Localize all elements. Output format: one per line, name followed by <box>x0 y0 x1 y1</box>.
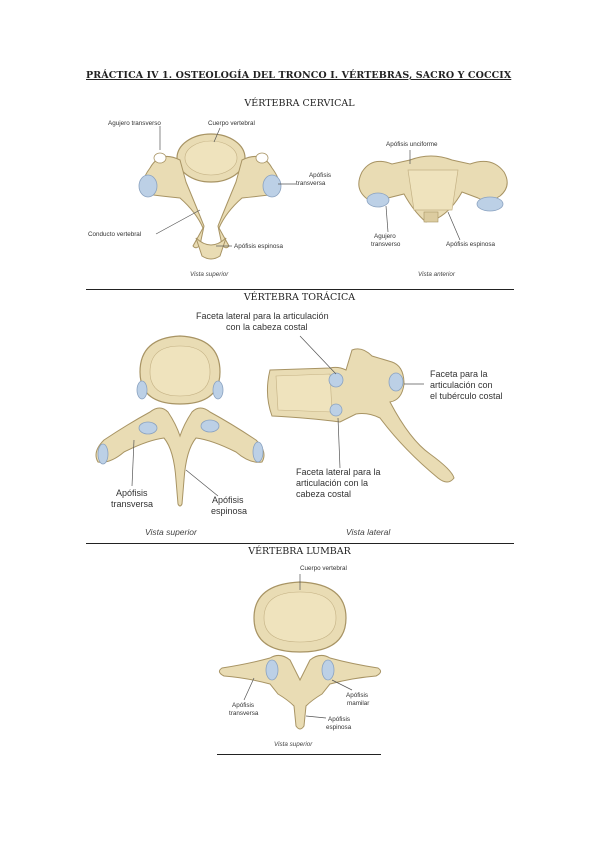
view-cervical-anterior: Vista anterior <box>418 271 455 278</box>
label-cuerpo-vertebral: Cuerpo vertebral <box>208 120 255 127</box>
thoracic-lateral-drawing <box>266 348 455 483</box>
label-apofisis-transversa-t1: Apófisis <box>116 488 148 498</box>
cervical-anterior-drawing <box>358 155 508 223</box>
label-apofisis-transversa-t2: transversa <box>111 499 154 509</box>
label-apofisis-transversa-l2: transversa <box>229 710 259 717</box>
label-apofisis-transversa-l1: Apófisis <box>232 702 255 709</box>
heading-toracica: VÉRTEBRA TORÁCICA <box>243 292 356 303</box>
label-faceta-tuberculo-3: el tubérculo costal <box>430 391 503 401</box>
label-apofisis-unciforme: Apófisis unciforme <box>386 141 438 148</box>
cervical-superior-drawing <box>138 133 282 260</box>
label-faceta-cabeza-2: con la cabeza costal <box>226 322 308 332</box>
label-apofisis-transversa-c1: Apófisis <box>308 172 332 179</box>
thoracic-superior-drawing <box>95 335 265 507</box>
view-lumbar-superior: Vista superior <box>274 741 313 748</box>
label-apofisis-espinosa-l2: espinosa <box>326 724 352 731</box>
label-cuerpo-vertebral-l: Cuerpo vertebral <box>300 565 347 572</box>
label-apofisis-espinosa-l1: Apófisis <box>328 716 351 723</box>
page-title: PRÁCTICA IV 1. OSTEOLOGÍA DEL TRONCO I. … <box>86 70 512 81</box>
label-agujero-transverso-ant1: Agujero <box>374 233 396 240</box>
label-faceta-inf-3: cabeza costal <box>296 489 352 499</box>
view-thoracic-superior: Vista superior <box>145 527 197 537</box>
label-apofisis-mamilar-2: mamilar <box>347 700 370 707</box>
label-faceta-tuberculo-1: Faceta para la <box>430 369 488 379</box>
label-apofisis-espinosa-ant: Apófisis espinosa <box>446 241 496 248</box>
label-apofisis-espinosa-t1: Apófisis <box>212 495 244 505</box>
label-apofisis-espinosa-t2: espinosa <box>211 506 248 516</box>
label-apofisis-espinosa-c: Apófisis espinosa <box>234 243 284 250</box>
label-faceta-inf-1: Faceta lateral para la <box>296 467 381 477</box>
label-faceta-inf-2: articulación con la <box>296 478 369 488</box>
label-faceta-cabeza-1: Faceta lateral para la articulación <box>196 311 329 321</box>
label-apofisis-mamilar-1: Apófisis <box>346 692 369 699</box>
lumbar-superior-drawing <box>218 581 382 730</box>
view-thoracic-lateral: Vista lateral <box>346 527 391 537</box>
label-agujero-transverso: Agujero transverso <box>108 120 161 127</box>
heading-lumbar: VÉRTEBRA LUMBAR <box>248 546 351 557</box>
label-conducto-vertebral: Conducto vertebral <box>88 231 142 238</box>
heading-cervical: VÉRTEBRA CERVICAL <box>244 98 355 109</box>
view-cervical-superior: Vista superior <box>190 271 229 278</box>
label-agujero-transverso-ant2: transverso <box>371 241 401 248</box>
label-apofisis-transversa-c2: transversa <box>296 180 326 187</box>
label-faceta-tuberculo-2: articulación con <box>430 380 493 390</box>
